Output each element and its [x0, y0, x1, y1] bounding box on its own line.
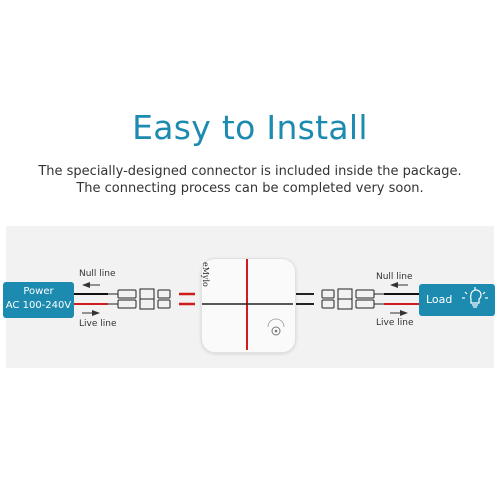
load-box: Load — [419, 284, 495, 316]
power-voltage: AC 100-240V — [5, 300, 72, 311]
wifi-signal-icon — [271, 326, 281, 336]
left-null-line-label: Null line — [79, 269, 116, 279]
right-wires — [384, 282, 419, 316]
power-box: Power AC 100-240V — [3, 282, 74, 318]
right-wire-ends — [296, 293, 314, 305]
load-label: Load — [426, 293, 453, 306]
left-connector — [108, 288, 171, 310]
right-null-line-label: Null line — [376, 272, 413, 282]
light-bulb-icon — [462, 287, 488, 308]
page-title: Easy to Install — [132, 108, 368, 147]
device-brand: eMylo — [201, 262, 210, 287]
smart-switch-device — [201, 258, 296, 353]
left-wire-ends — [179, 292, 195, 306]
right-live-line-label: Live line — [376, 318, 414, 328]
left-live-line-label: Live line — [79, 319, 117, 329]
power-label: Power — [23, 286, 54, 297]
subtitle-line-1: The specially-designed connector is incl… — [38, 164, 462, 179]
left-wires — [74, 282, 108, 316]
subtitle-line-2: The connecting process can be completed … — [76, 181, 424, 196]
right-connector — [321, 288, 384, 310]
